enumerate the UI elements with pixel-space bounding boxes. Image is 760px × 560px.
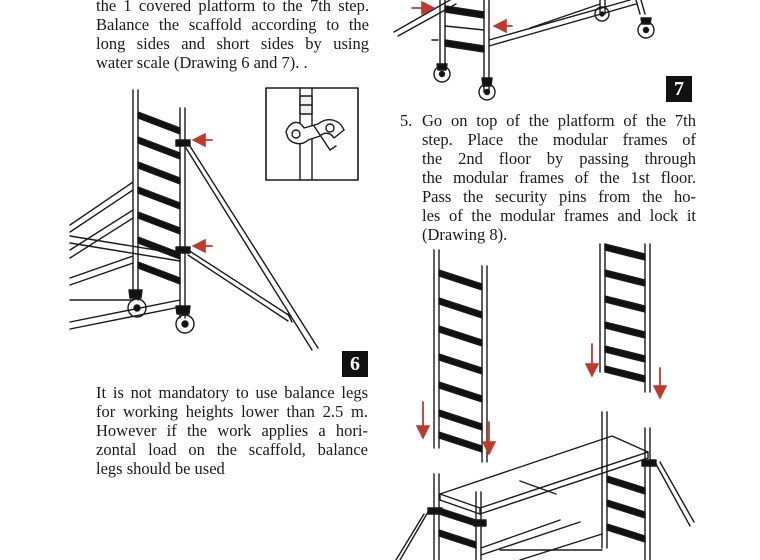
text-line: Go on top of the platform of the 7th	[422, 111, 696, 130]
text-line: It is not mandatory to use balance legs	[96, 383, 368, 402]
drawing-8-lower-scaffold	[395, 411, 695, 560]
text-line: (Drawing 8).	[422, 225, 508, 244]
text-line: water scale (Drawing 6 and 7). .	[96, 53, 308, 72]
step-5-body: Go on top of the platform of the 7th ste…	[422, 111, 696, 244]
text-line: the 1 covered platform to the 7th step.	[96, 0, 369, 15]
text-line: zontal load on the scaffold, balance	[96, 440, 368, 459]
drawing-8-upper-frames	[415, 243, 668, 463]
drawing-7-label: 7	[666, 76, 692, 102]
text-line: Balance the scaffold according to the	[96, 15, 369, 34]
text-line: legs should be used	[96, 459, 225, 478]
text-line: the 2nd floor by passing through	[422, 149, 696, 168]
text-line: the modular frames of the 1st floor.	[422, 168, 696, 187]
text-line: However if the work applies a hori-	[96, 421, 368, 440]
drawing-6-label: 6	[342, 351, 368, 377]
drawing-6-scaffold	[69, 89, 319, 351]
text-line: les of the modular frames and lock it	[422, 206, 696, 225]
step-number: 5.	[400, 111, 413, 130]
text-line: long sides and short sides by using	[96, 34, 369, 53]
balance-legs-note: It is not mandatory to use balance legs …	[96, 383, 368, 478]
drawing-7-scaffold	[393, 0, 655, 101]
text-line: step. Place the modular frames of	[422, 130, 696, 149]
text-line: for working heights lower than 2.5 m.	[96, 402, 368, 421]
text-line: Pass the security pins from the ho-	[422, 187, 696, 206]
clamp-detail-inset	[265, 87, 359, 181]
instruction-text-top: the 1 covered platform to the 7th step. …	[96, 0, 369, 72]
